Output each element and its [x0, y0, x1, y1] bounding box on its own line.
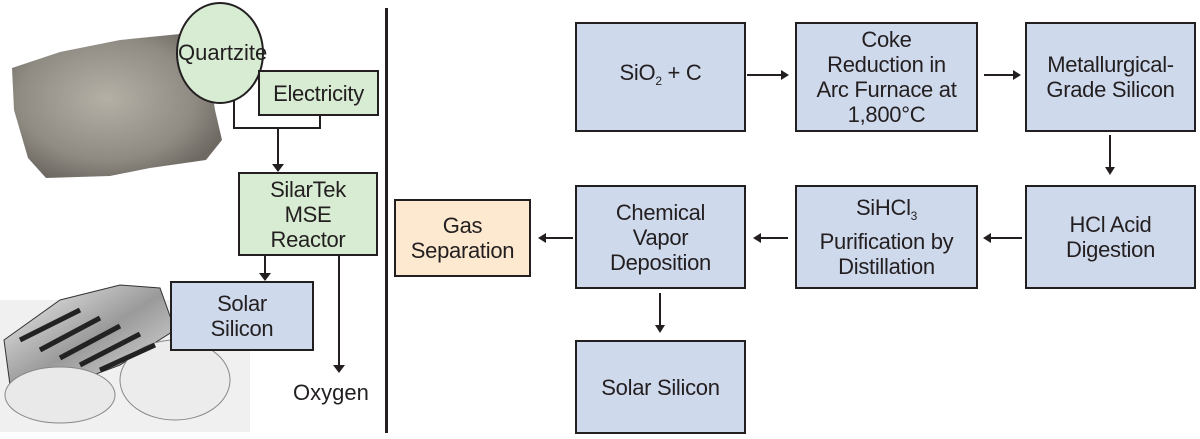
- sihcl3-purification-node: SiHCl3 Purification by Distillation: [795, 185, 978, 289]
- cvd-line-1: Chemical: [615, 199, 706, 225]
- quartzite-rock-image: [12, 34, 222, 178]
- solar-silicon-left-line-1: Solar: [217, 291, 267, 316]
- metallurgical-grade-silicon-node: Metallurgical- Grade Silicon: [1025, 22, 1196, 132]
- coke-reduction-node: Coke Reduction in Arc Furnace at 1,800°C: [795, 22, 978, 132]
- reactor-line-3: Reactor: [270, 226, 346, 252]
- left-connectors: [233, 100, 345, 373]
- sihcl-line-3: Distillation: [838, 254, 935, 279]
- chemical-vapor-deposition-node: Chemical Vapor Deposition: [575, 185, 746, 289]
- silartek-mse-reactor-node: SilarTek MSE Reactor: [238, 172, 378, 256]
- solar-silicon-left-line-2: Silicon: [210, 316, 274, 341]
- coke-line-1: Coke: [861, 27, 912, 52]
- mg-line-2: Grade Silicon: [1046, 77, 1175, 102]
- hcl-acid-digestion-node: HCl Acid Digestion: [1025, 185, 1196, 289]
- coke-line-4: 1,800°C: [847, 102, 926, 127]
- panel-divider: [385, 8, 388, 433]
- quartzite-label: Quartzite: [178, 40, 268, 65]
- electricity-node: Electricity: [258, 70, 379, 116]
- hcl-line-1: HCl Acid: [1069, 212, 1152, 237]
- cvd-line-3: Deposition: [610, 249, 711, 275]
- mg-line-1: Metallurgical-: [1047, 52, 1174, 77]
- solar-silicon-left-node: Solar Silicon: [170, 281, 314, 351]
- solar-silicon-right-node: Solar Silicon: [575, 340, 746, 434]
- oxygen-label: Oxygen: [293, 380, 369, 405]
- quartzite-node: [176, 2, 264, 104]
- gas-line-1: Gas: [442, 213, 483, 238]
- cvd-line-2: Vapor: [632, 224, 689, 250]
- electricity-label: Electricity: [273, 80, 364, 106]
- sio2-c-node: SiO2 + C: [575, 22, 746, 132]
- gas-line-2: Separation: [410, 238, 515, 263]
- coke-line-2: Reduction in: [827, 52, 946, 77]
- coke-line-3: Arc Furnace at: [816, 77, 957, 102]
- solar-silicon-right-label: Solar Silicon: [601, 374, 720, 400]
- reactor-line-2: MSE: [284, 201, 332, 227]
- gas-separation-node: Gas Separation: [394, 199, 531, 277]
- sihcl-line-1: SiHCl3: [855, 195, 918, 223]
- sio2-c-label: SiO2 + C: [619, 60, 702, 88]
- hcl-line-2: Digestion: [1065, 237, 1156, 262]
- sihcl-line-2: Purification by: [819, 229, 954, 254]
- reactor-line-1: SilarTek: [270, 176, 346, 202]
